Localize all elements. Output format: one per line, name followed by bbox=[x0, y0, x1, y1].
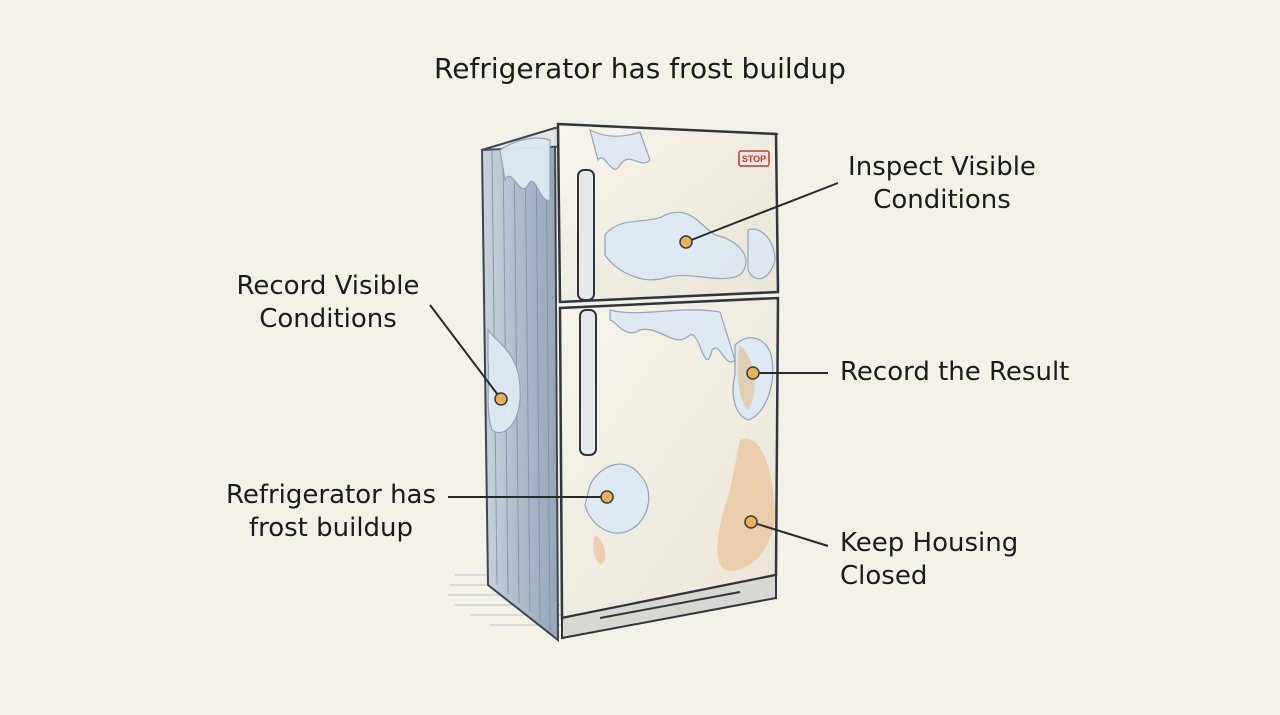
leader-inspect bbox=[685, 182, 839, 243]
label-refrigerator-frost: Refrigerator has frost buildup bbox=[218, 479, 444, 545]
diagram-title: Refrigerator has frost buildup bbox=[434, 52, 846, 85]
fridge-base bbox=[561, 573, 777, 640]
label-line: Closed bbox=[840, 561, 928, 591]
stop-sign-icon: STOP bbox=[738, 150, 770, 167]
label-record-the-result: Record the Result bbox=[840, 356, 1069, 389]
frost-patches bbox=[487, 128, 776, 534]
label-line: Refrigerator has bbox=[225, 480, 437, 510]
refrigerator-icon: STOP bbox=[480, 122, 780, 643]
stop-sign-text: STOP bbox=[742, 154, 766, 164]
label-record-visible-conditions: Record Visible Conditions bbox=[224, 270, 432, 336]
label-line: Inspect Visible bbox=[848, 152, 1036, 182]
marker-frost bbox=[600, 490, 614, 504]
marker-inspect bbox=[679, 235, 693, 249]
label-keep-housing-closed: Keep Housing Closed bbox=[840, 527, 1018, 593]
leader-housing bbox=[750, 521, 829, 547]
freezer-handle bbox=[577, 169, 595, 301]
marker-record-visible bbox=[494, 392, 508, 406]
leader-record-visible bbox=[429, 304, 502, 400]
marker-record-result bbox=[746, 366, 760, 380]
label-line: Conditions bbox=[259, 304, 397, 334]
rust-stains bbox=[593, 345, 775, 571]
label-line: Record Visible bbox=[236, 271, 420, 301]
label-line: Record the Result bbox=[840, 357, 1070, 387]
label-line: frost buildup bbox=[248, 513, 414, 543]
label-line: Keep Housing bbox=[840, 528, 1019, 558]
marker-housing bbox=[744, 515, 758, 529]
label-inspect-visible-conditions: Inspect Visible Conditions bbox=[840, 151, 1044, 217]
fridge-handle bbox=[579, 309, 597, 456]
label-line: Conditions bbox=[873, 185, 1011, 215]
